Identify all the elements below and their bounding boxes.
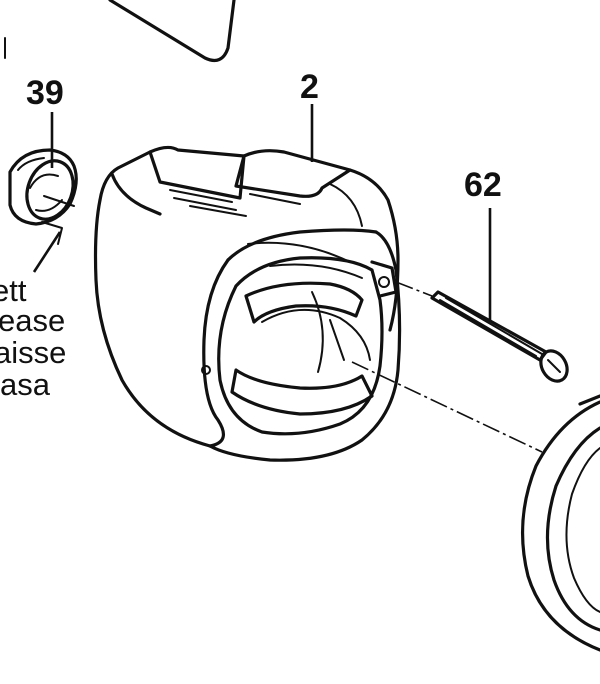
grease-pointer-arrow	[32, 221, 63, 273]
bushing-part	[8, 148, 78, 226]
grease-note-line-2: ease	[0, 303, 66, 338]
grease-note-line-1: ett	[0, 273, 27, 308]
grease-note-line-3: aisse	[0, 335, 67, 370]
assembly-axis-screw	[395, 281, 433, 297]
screw-part	[430, 290, 569, 383]
callout-39: 39	[26, 74, 64, 112]
callout-62: 62	[464, 166, 502, 204]
top-partial-part	[4, 0, 236, 62]
callout-2: 2	[300, 68, 319, 106]
field-housing-part	[93, 145, 402, 462]
assembly-axis-center	[351, 361, 543, 453]
right-partial-ring-part	[520, 394, 600, 652]
grease-note-line-4: asa	[0, 367, 50, 402]
